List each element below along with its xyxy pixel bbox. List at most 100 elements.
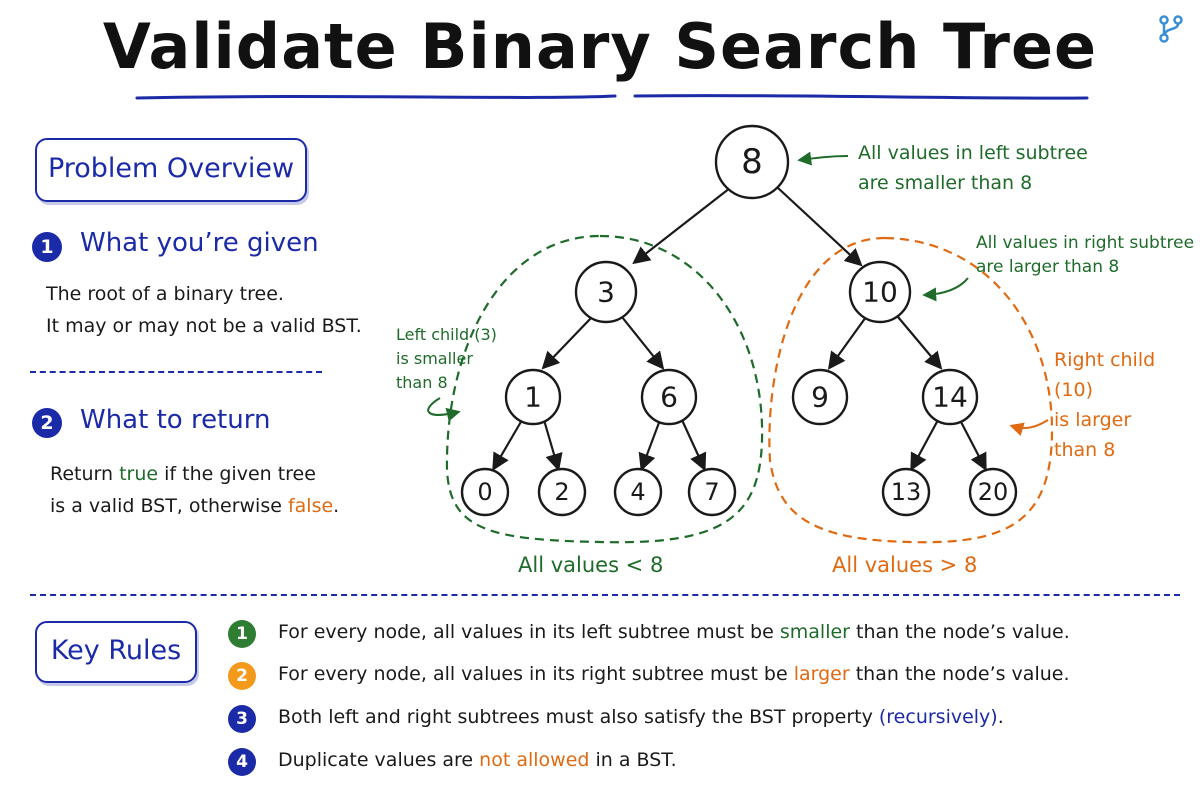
edge-14-13 [910, 419, 939, 472]
root-annotation-line: All values in left subtree [858, 142, 1088, 164]
tree-node-10: 10 [848, 260, 912, 324]
right-child-annotation-arrow [1009, 419, 1049, 436]
rule-1-highlight: smaller [779, 621, 850, 643]
rule-text-part: For every node, all values in its right … [278, 663, 794, 685]
right-child-annotation-line: than 8 [1054, 439, 1116, 461]
edge-8-3 [632, 187, 731, 265]
return-line-1: Return true if the given tree [50, 458, 339, 490]
edge-1-2 [542, 419, 563, 472]
tree-node-circle [504, 368, 562, 426]
rule-2-badge: 2 [228, 662, 256, 690]
tree-node-1: 1 [504, 368, 562, 426]
rule-3-badge: 3 [228, 705, 256, 733]
tree-node-label: 0 [477, 478, 492, 506]
given-line-2: It may or may not be a valid BST. [46, 315, 362, 337]
tree-node-label: 2 [554, 478, 569, 506]
tree-node-label: 13 [891, 478, 922, 506]
left-child-annotation-line: is smaller [396, 349, 473, 368]
right-subtree-region [768, 236, 1054, 544]
root-annotation-line: are smaller than 8 [858, 172, 1033, 194]
left-subtree-region [445, 234, 764, 544]
rule-4-badge: 4 [228, 748, 256, 776]
given-description: The root of a binary tree. It may or may… [46, 278, 362, 342]
edge-6-7 [681, 419, 707, 472]
edge-8-10 [777, 187, 863, 267]
tree-node-label: 6 [660, 381, 678, 414]
root-annotation: All values in left subtree are smaller t… [858, 138, 1088, 198]
given-title: What you’re given [80, 228, 319, 258]
rules-divider [30, 594, 1180, 596]
rule-1-text: For every node, all values in its left s… [278, 621, 1070, 643]
tree-node-circle [791, 368, 849, 426]
tree-node-circle [687, 467, 737, 517]
left-child-annotation-arrow [427, 397, 461, 422]
page-title: Validate Binary Search Tree [102, 10, 1098, 83]
step-2-badge: 2 [32, 408, 62, 438]
tree-node-13: 13 [881, 467, 931, 517]
right-subtree-annotation-arrow [922, 277, 969, 302]
return-text: is a valid BST, otherwise [50, 495, 288, 517]
given-line-1: The root of a binary tree. [46, 283, 284, 305]
tree-node-label: 4 [630, 478, 645, 506]
tree-node-label: 1 [524, 381, 542, 414]
tree-node-2: 2 [537, 467, 587, 517]
tree-node-circle [881, 467, 931, 517]
tree-node-3: 3 [574, 260, 638, 324]
rule-3-highlight: (recursively) [878, 706, 998, 728]
right-region-label: All values > 8 [832, 553, 978, 577]
tree-node-circle [574, 260, 638, 324]
right-child-annotation-line: Right child (10) [1054, 349, 1156, 401]
left-child-annotation-line: Left child (3) [396, 325, 497, 344]
tree-node-circle [848, 260, 912, 324]
edge-1-0 [492, 419, 523, 472]
tree-node-14: 14 [921, 368, 979, 426]
rule-1-badge: 1 [228, 620, 256, 648]
return-line-2: is a valid BST, otherwise false. [50, 490, 339, 522]
rule-3-text: Both left and right subtrees must also s… [278, 706, 1004, 728]
tree-node-label: 8 [741, 142, 763, 182]
true-keyword: true [119, 463, 159, 485]
right-subtree-annotation-line: All values in right subtree [976, 233, 1195, 253]
tree-node-circle [921, 368, 979, 426]
rule-text-part: Duplicate values are [278, 749, 480, 771]
return-title: What to return [80, 405, 271, 435]
rule-text-part: Both left and right subtrees must also s… [278, 706, 879, 728]
tree-node-6: 6 [640, 368, 698, 426]
rule-text-part: than the node’s value. [849, 621, 1070, 643]
tree-node-label: 20 [978, 478, 1009, 506]
rule-2-text: For every node, all values in its right … [278, 663, 1070, 685]
tree-node-circle [613, 467, 663, 517]
return-text: . [333, 495, 340, 517]
tree-node-4: 4 [613, 467, 663, 517]
return-text: if the given tree [158, 463, 316, 485]
return-text: Return [50, 463, 120, 485]
tree-node-circle [714, 124, 790, 200]
right-subtree-annotation: All values in right subtree are larger t… [976, 231, 1194, 279]
rule-text-part: . [997, 706, 1004, 728]
right-subtree-annotation-line: are larger than 8 [976, 257, 1120, 277]
tree-node-label: 14 [932, 381, 968, 414]
tree-node-8: 8 [714, 124, 790, 200]
edge-3-6 [621, 316, 665, 370]
branch-icon [1159, 15, 1183, 43]
tree-node-circle [968, 467, 1018, 517]
key-rules-heading: Key Rules [35, 621, 197, 683]
tree-node-circle [640, 368, 698, 426]
node-layer: 8 3 10 1 6 9 14 0 2 4 7 13 20 [460, 124, 1018, 517]
left-child-annotation-line: than 8 [396, 373, 448, 392]
title-underline [135, 94, 1089, 100]
tree-node-circle [537, 467, 587, 517]
section-divider [30, 371, 322, 373]
right-child-annotation: Right child (10) is larger than 8 [1054, 345, 1200, 465]
problem-overview-heading: Problem Overview [35, 138, 307, 202]
tree-node-label: 3 [597, 276, 615, 309]
tree-node-9: 9 [791, 368, 849, 426]
step-1-badge: 1 [32, 232, 62, 262]
tree-node-0: 0 [460, 467, 510, 517]
tree-node-circle [460, 467, 510, 517]
tree-node-label: 7 [704, 478, 719, 506]
rule-text-part: in a BST. [589, 749, 677, 771]
edge-10-14 [897, 316, 943, 370]
rule-text-part: For every node, all values in its left s… [278, 621, 780, 643]
